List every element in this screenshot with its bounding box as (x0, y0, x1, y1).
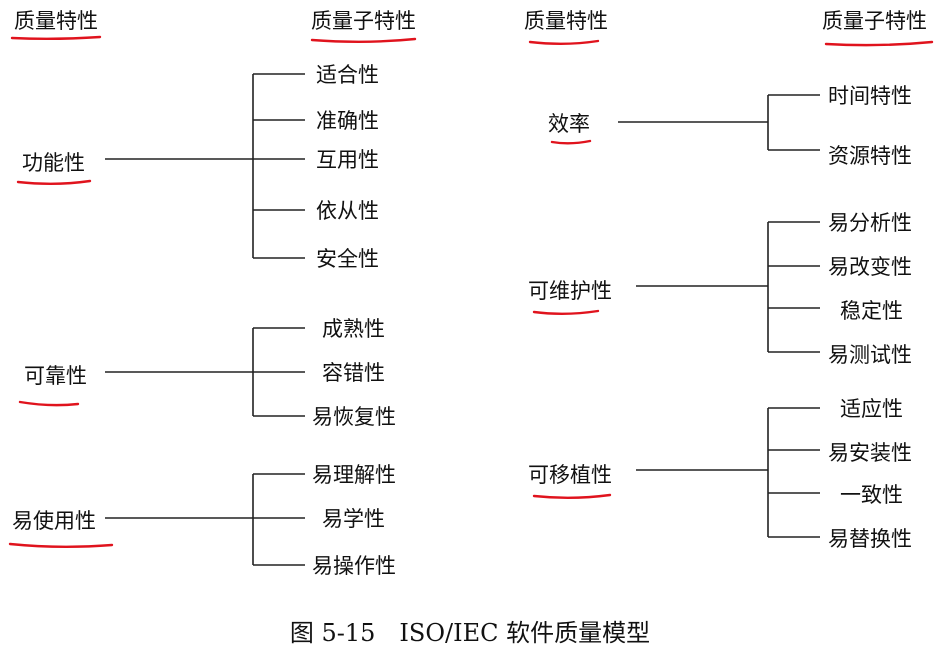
characteristic-underline (8, 542, 114, 548)
characteristic-underline (532, 493, 612, 499)
header-left-subcharacteristic: 质量子特性 (311, 9, 416, 33)
header-left-subcharacteristic-underline (310, 37, 417, 43)
header-right-subcharacteristic: 质量子特性 (822, 9, 927, 33)
group-usability: 易使用性 易理解性 易学性 易操作性 (8, 463, 396, 578)
subcharacteristic-label: 易安装性 (828, 441, 912, 465)
characteristic-underline (16, 179, 92, 185)
characteristic-underline (532, 309, 600, 315)
characteristic-label: 可维护性 (528, 279, 612, 303)
subcharacteristic-label: 易改变性 (828, 255, 912, 279)
subcharacteristic-label: 依从性 (316, 199, 379, 223)
subcharacteristic-label: 易理解性 (312, 463, 396, 487)
characteristic-label: 易使用性 (12, 509, 96, 533)
figure-caption: 图 5-15 ISO/IEC 软件质量模型 (289, 619, 651, 647)
group-functionality: 功能性 适合性 准确性 互用性 依从性 安全性 (16, 63, 379, 271)
characteristic-label: 可靠性 (24, 364, 87, 388)
subcharacteristic-label: 容错性 (322, 361, 385, 385)
characteristic-underline (18, 400, 80, 407)
group-maintainability: 可维护性 易分析性 易改变性 稳定性 易测试性 (528, 211, 912, 367)
characteristic-label: 效率 (548, 112, 590, 136)
subcharacteristic-label: 互用性 (316, 148, 379, 172)
group-portability: 可移植性 适应性 易安装性 一致性 易替换性 (528, 397, 912, 551)
header-left-characteristic-underline (10, 35, 102, 40)
header-right-characteristic-underline (528, 39, 600, 45)
subcharacteristic-label: 易学性 (322, 507, 385, 531)
characteristic-label: 功能性 (22, 151, 85, 175)
subcharacteristic-label: 易恢复性 (312, 405, 396, 429)
group-reliability: 可靠性 成熟性 容错性 易恢复性 (18, 317, 396, 429)
subcharacteristic-label: 资源特性 (828, 144, 912, 168)
characteristic-label: 可移植性 (528, 463, 612, 487)
subcharacteristic-label: 适合性 (316, 63, 379, 87)
subcharacteristic-label: 时间特性 (828, 84, 912, 108)
subcharacteristic-label: 安全性 (316, 247, 379, 271)
subcharacteristic-label: 易替换性 (828, 527, 912, 551)
group-efficiency: 效率 时间特性 资源特性 (548, 84, 912, 168)
subcharacteristic-label: 稳定性 (840, 299, 903, 323)
subcharacteristic-label: 成熟性 (322, 317, 385, 341)
header-right-characteristic: 质量特性 (524, 9, 608, 33)
subcharacteristic-label: 适应性 (840, 397, 903, 421)
subcharacteristic-label: 易测试性 (828, 343, 912, 367)
characteristic-underline (550, 139, 592, 145)
subcharacteristic-label: 易操作性 (312, 554, 396, 578)
subcharacteristic-label: 一致性 (840, 483, 903, 507)
header-left-characteristic: 质量特性 (14, 9, 98, 33)
subcharacteristic-label: 易分析性 (828, 211, 912, 235)
subcharacteristic-label: 准确性 (316, 109, 379, 133)
header-right-subcharacteristic-underline (824, 40, 934, 47)
